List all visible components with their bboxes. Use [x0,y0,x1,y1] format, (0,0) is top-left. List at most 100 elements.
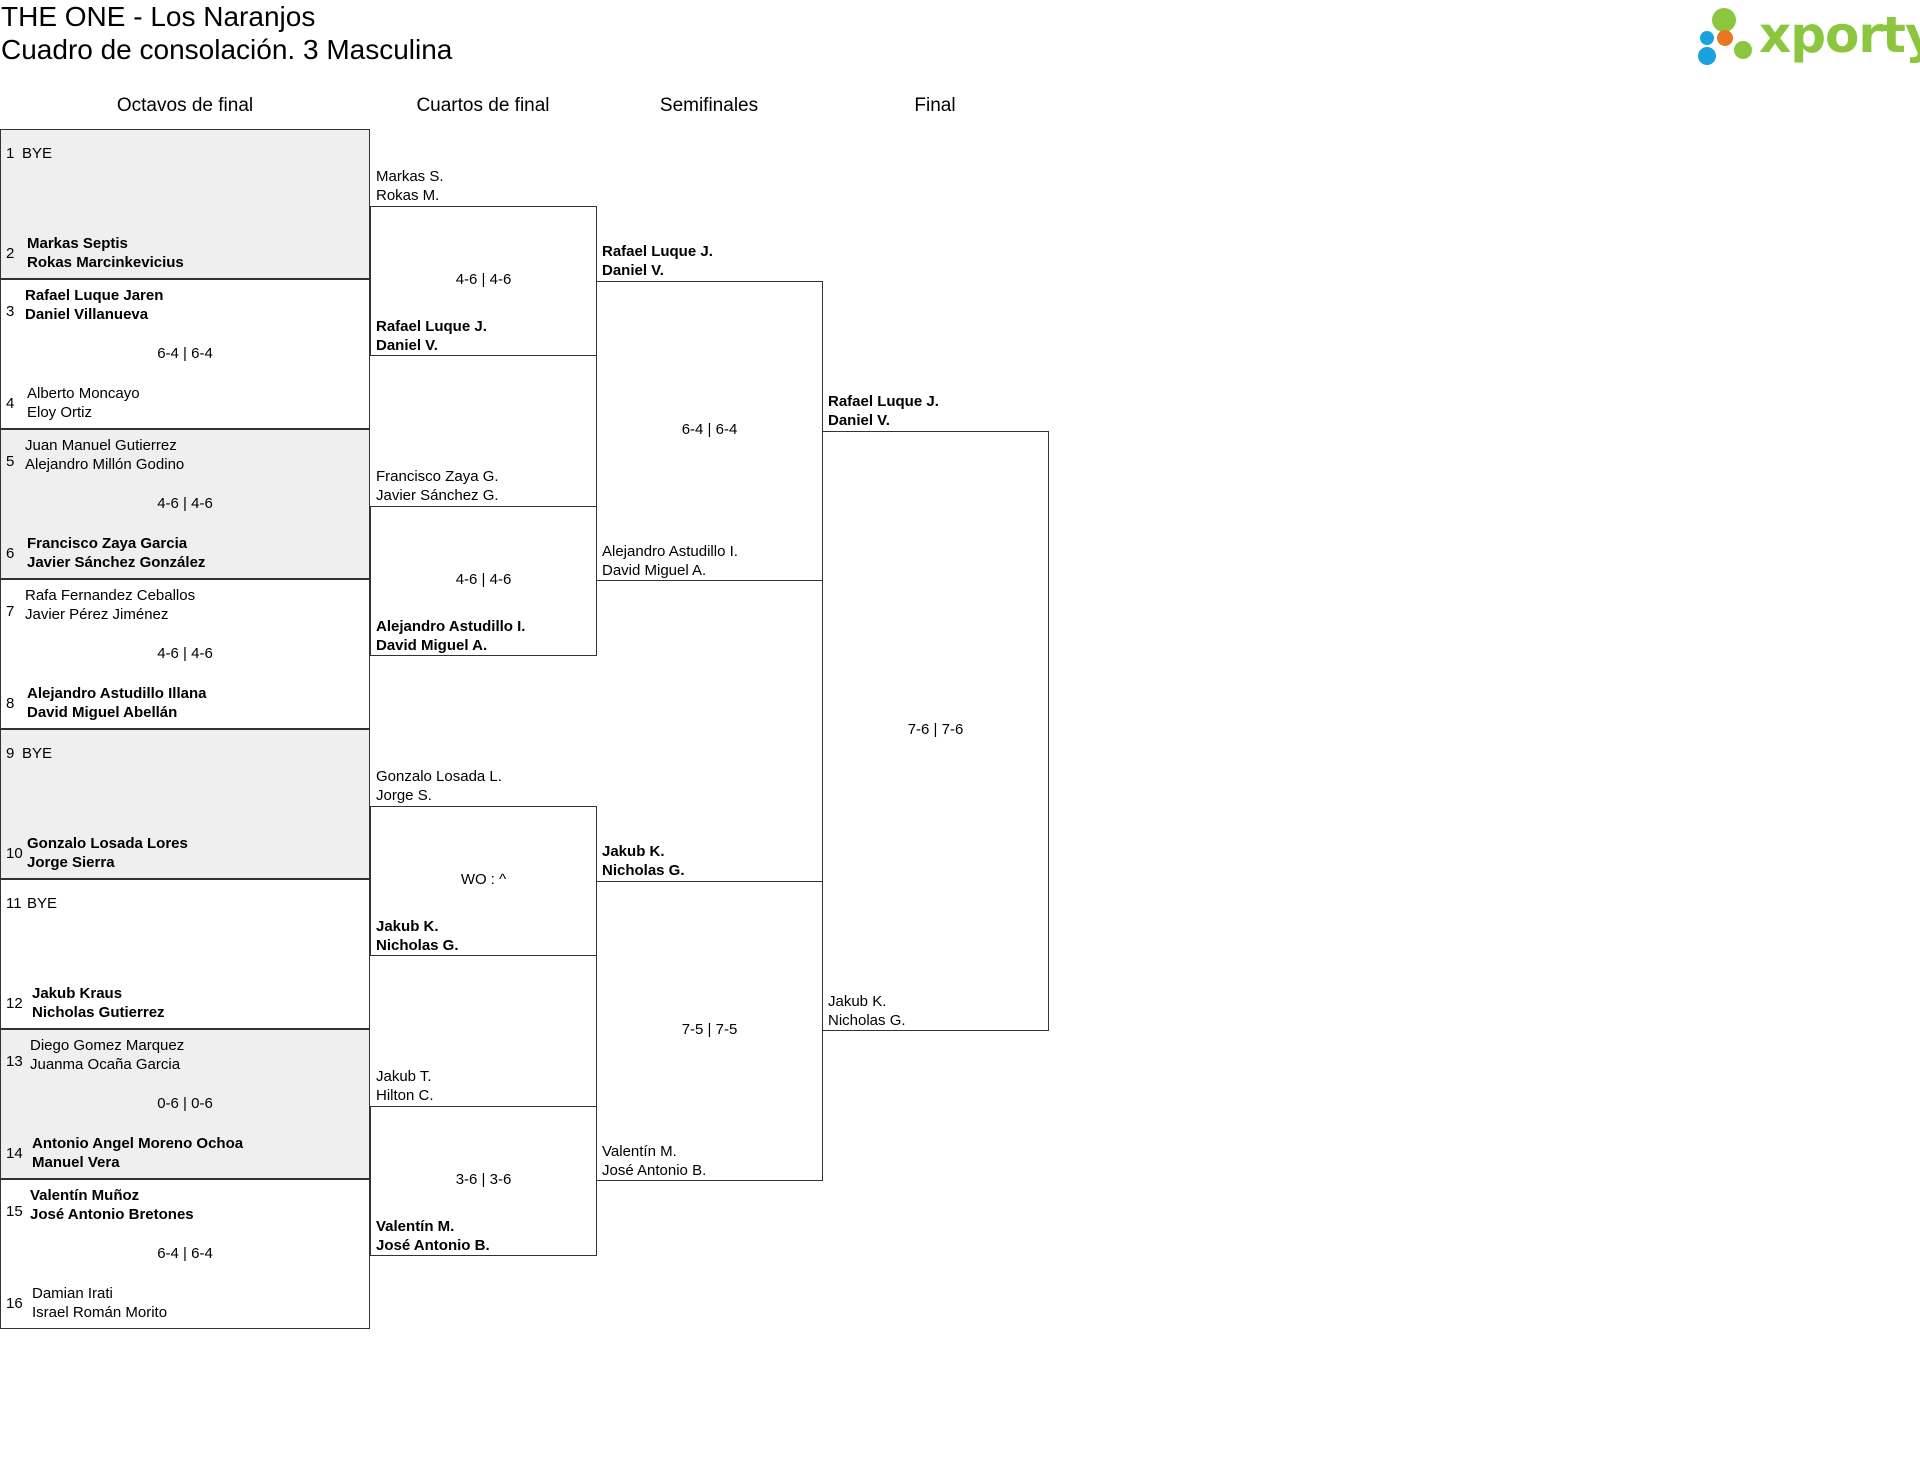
seed-number: 9 [6,745,15,762]
seed-number: 6 [6,545,15,562]
r2-team-a: Jakub T. Hilton C. [376,1067,434,1105]
r4-connector [822,431,1049,1031]
seed-number: 1 [6,145,15,162]
page-title: THE ONE - Los Naranjos [1,1,316,32]
r2-score: 4-6 | 4-6 [455,271,512,288]
r3-score: 7-5 | 7-5 [681,1021,738,1038]
player-name: Daniel V. [376,337,438,354]
r2-connector [370,506,597,656]
r4-team-a: Rafael Luque J. Daniel V. [828,392,939,430]
r3-team-b: Valentín M. José Antonio B. [602,1142,706,1180]
r2-team-b: Rafael Luque J.Daniel V. [376,317,487,355]
player-name: David Miguel Abellán [27,704,178,721]
round-header-cuartos: Cuartos de final [416,95,550,116]
player-name: Rokas M. [376,187,440,204]
player-name: Markas S. [376,168,444,185]
xporty-logo: xporty [1695,4,1920,68]
r2-team-a: Gonzalo Losada L.Jorge S. [376,767,502,805]
bye-label: BYE [22,145,53,162]
player-name: Alejandro Millón Godino [25,456,185,473]
player-name: Rokas Marcinkevicius [27,254,184,271]
r3-score: 6-4 | 6-4 [681,421,738,438]
player-name: Alejandro Astudillo Illana [27,685,207,702]
player-name: Gonzalo Losada Lores [27,835,188,852]
r2-team-a: Markas S. Rokas M. [376,167,444,205]
round-header-octavos: Octavos de final [116,95,254,116]
player-name: Valentín M. [602,1143,677,1160]
r2-connector [370,806,597,956]
player-name: Jakub K. [376,918,439,935]
player-name: Alberto Moncayo [27,385,140,402]
player-name: José Antonio B. [376,1237,490,1254]
player-name: Javier Sánchez González [27,554,206,571]
round-header-final: Final [914,95,956,116]
player-name: Francisco Zaya G. [376,468,499,485]
r2-team-a: Francisco Zaya G. Javier Sánchez G. [376,467,499,505]
seed-number: 5 [6,453,15,470]
player-name: Damian Irati [32,1285,113,1302]
player-name: Daniel V. [828,412,890,429]
seed-number: 2 [6,245,15,262]
r2-score: WO : ^ [460,871,507,888]
player-name: Antonio Angel Moreno Ochoa [32,1135,244,1152]
player-name: Jakub T. [376,1068,432,1085]
r2-team-b: Jakub K.Nicholas G. [376,917,459,955]
player-name: Rafael Luque J. [828,393,939,410]
player-name: Rafael Luque J. [602,243,713,260]
r3-connector [596,281,823,581]
seed-number: 16 [6,1295,23,1312]
logo-text: xporty [1759,6,1920,64]
player-name: Nicholas G. [602,862,685,879]
logo-dots-icon [1698,8,1752,65]
player-name: Daniel Villanueva [25,306,149,323]
player-name: José Antonio B. [602,1162,707,1179]
r4-team-b: Jakub K.Nicholas G. [828,992,906,1030]
player-name: Rafael Luque Jaren [25,287,164,304]
player-name: Juan Manuel Gutierrez [25,437,177,454]
player-name: Javier Sánchez G. [376,487,499,504]
player-name: David Miguel A. [602,562,707,579]
page-subtitle: Cuadro de consolación. 3 Masculina [1,34,453,65]
seed-number: 8 [6,695,15,712]
player-name: Francisco Zaya Garcia [27,535,188,552]
r2-connector [370,1106,597,1256]
player-name: Rafa Fernandez Ceballos [25,587,196,604]
player-name: Diego Gomez Marquez [30,1037,185,1054]
player-name: Markas Septis [27,235,128,252]
seed-number: 13 [6,1053,23,1070]
seed-number: 11 [6,895,22,912]
seed-number: 7 [6,603,15,620]
player-name: Daniel V. [602,262,664,279]
player-name: Jorge S. [376,787,432,804]
player-name: Manuel Vera [32,1154,120,1171]
r2-team-b: Valentín M. José Antonio B. [376,1217,490,1255]
player-name: José Antonio Bretones [30,1206,194,1223]
r3-team-b: Alejandro Astudillo I.David Miguel A. [602,542,738,580]
r3-connector [596,881,823,1181]
r2-team-b: Alejandro Astudillo I.David Miguel A. [376,617,525,655]
player-name: Hilton C. [376,1087,434,1104]
player-name: David Miguel A. [376,637,488,654]
r3-team-a: Rafael Luque J. Daniel V. [602,242,713,280]
player-name: Javier Pérez Jiménez [25,606,169,623]
player-name: Valentín M. [376,1218,455,1235]
match-score: 4-6 | 4-6 [157,495,213,512]
r3-team-a: Jakub K.Nicholas G. [602,842,685,880]
